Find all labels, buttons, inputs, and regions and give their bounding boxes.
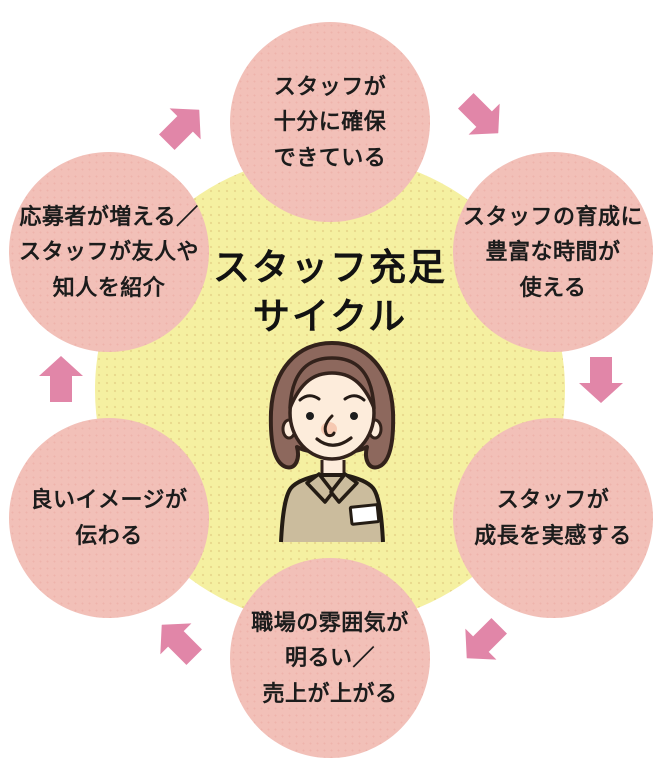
bangs [288,356,376,410]
cycle-node-label: 応募者が増える／ スタッフが友人や 知人を紹介 [18,203,199,300]
staff-illustration [268,341,396,543]
cycle-node-label: スタッフの育成に 豊富な時間が 使える [462,203,643,300]
cycle-node-label: スタッフが 成長を実感する [474,487,632,548]
mouth [315,436,353,447]
arrow-upper-left-to-top-icon [151,94,215,158]
arrow-bottom-to-lower-left-icon [146,609,210,673]
collar [329,472,359,504]
arrow-top-to-upper-right-icon [450,85,514,149]
diagram-title: スタッフ充足 サイクル [213,247,447,337]
eye [306,412,314,420]
eyebrow [298,394,321,402]
arrow-lower-right-to-bottom-icon [451,610,515,674]
collar [305,472,335,504]
cycle-node-staff-secured: スタッフが 十分に確保 できている [230,22,430,222]
arrow-upper-right-to-lower-right-icon [579,357,623,403]
eye [350,412,358,420]
cycle-node-training-time: スタッフの育成に 豊富な時間が 使える [453,152,653,352]
arrow-lower-left-to-upper-left-icon [39,356,83,402]
cycle-node-more-applicants: 応募者が増える／ スタッフが友人や 知人を紹介 [9,152,209,352]
eyebrow [343,394,366,402]
name-tag [348,503,381,526]
cycle-node-staff-growth: スタッフが 成長を実感する [453,418,653,618]
cycle-node-label: 良いイメージが 伝わる [30,487,188,548]
nose [323,414,336,438]
shirt [281,475,383,542]
cycle-node-good-image: 良いイメージが 伝わる [9,418,209,618]
cycle-node-label: スタッフが 十分に確保 できている [273,73,387,170]
cycle-node-bright-workplace: 職場の雰囲気が 明るい／ 売上が上がる [230,558,430,758]
cycle-node-label: 職場の雰囲気が 明るい／ 売上が上がる [251,609,409,706]
